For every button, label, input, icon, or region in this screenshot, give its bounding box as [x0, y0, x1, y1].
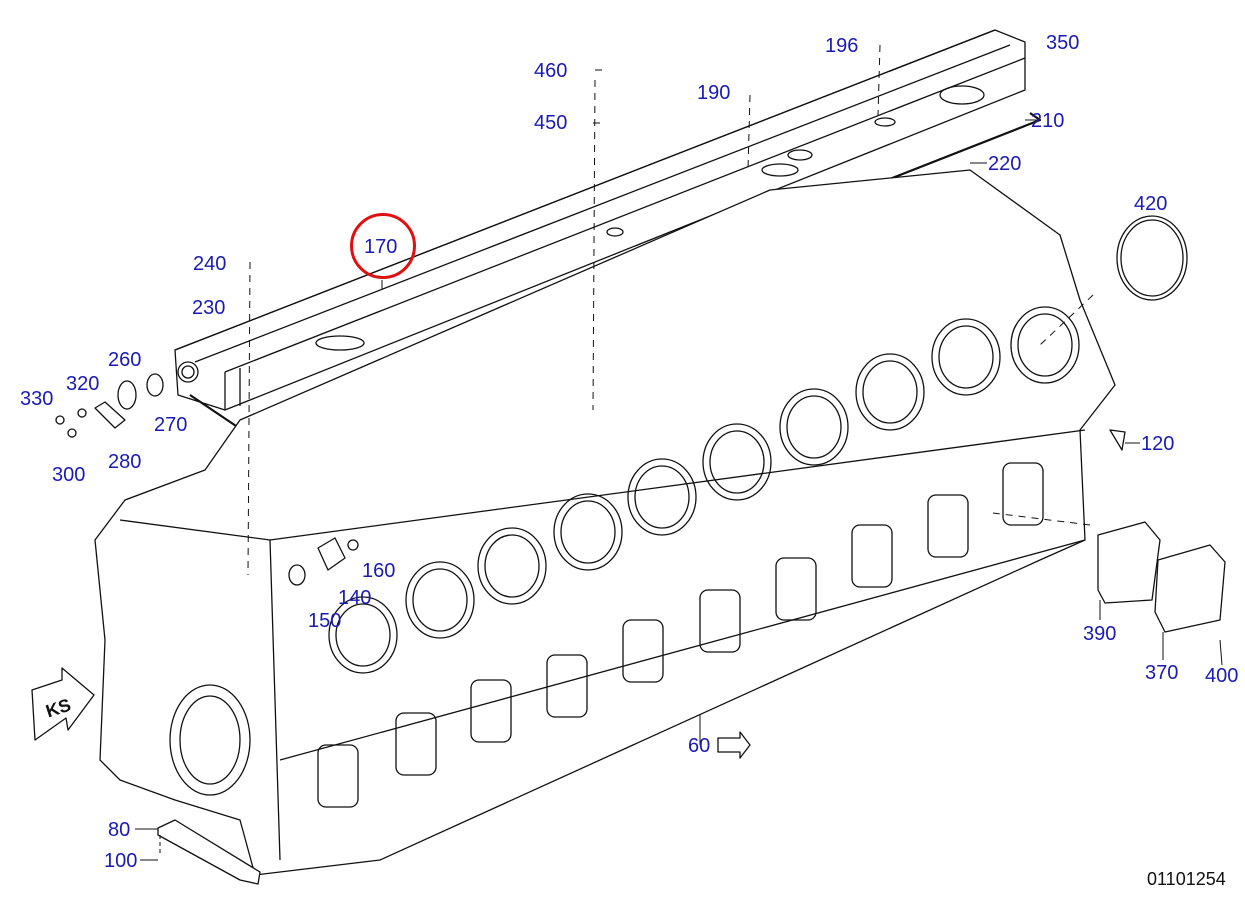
crankcase-60: [94, 169, 1116, 876]
callout-60[interactable]: 60: [688, 735, 711, 757]
callout-80[interactable]: 80: [108, 819, 131, 841]
flange-140: [317, 537, 346, 571]
callout-170[interactable]: 170: [364, 236, 398, 258]
callout-140[interactable]: 140: [338, 587, 372, 609]
callout-320[interactable]: 320: [66, 373, 100, 395]
callout-220[interactable]: 220: [988, 153, 1022, 175]
drawing-id: 01101254: [1147, 869, 1226, 889]
cylinder-bores: [328, 306, 1080, 674]
callout-350[interactable]: 350: [1046, 32, 1080, 54]
plug-260: [117, 380, 137, 410]
highlight-ring-170: [350, 213, 416, 279]
callout-280[interactable]: 280: [108, 451, 142, 473]
callout-400[interactable]: 400: [1205, 665, 1239, 687]
fitting-120: [1109, 429, 1126, 451]
callout-210[interactable]: 210: [1031, 110, 1065, 132]
callout-160[interactable]: 160: [362, 560, 396, 582]
screw-160: [347, 539, 359, 551]
callout-100[interactable]: 100: [104, 850, 138, 872]
callout-270[interactable]: 270: [154, 414, 188, 436]
bracket-80: [157, 819, 261, 885]
callout-196[interactable]: 196: [825, 35, 859, 57]
callout-190[interactable]: 190: [697, 82, 731, 104]
callout-120[interactable]: 120: [1141, 433, 1175, 455]
callout-450[interactable]: 450: [534, 112, 568, 134]
screw-330: [55, 415, 65, 425]
oring-270: [146, 373, 164, 397]
gasket-390: [1097, 521, 1161, 604]
callout-370[interactable]: 370: [1145, 662, 1179, 684]
callout-330[interactable]: 330: [20, 388, 54, 410]
cover-rail-170: [174, 29, 1026, 411]
seal-ring-420: [1116, 215, 1188, 301]
gasket-150: [288, 564, 306, 586]
callout-460[interactable]: 460: [534, 60, 568, 82]
ks-direction-arrow: [31, 667, 95, 741]
washer-320: [77, 408, 87, 418]
callout-300[interactable]: 300: [52, 464, 86, 486]
direction-arrow-60: [717, 731, 751, 759]
callout-390[interactable]: 390: [1083, 623, 1117, 645]
screw-300: [67, 428, 77, 438]
callout-230[interactable]: 230: [192, 297, 226, 319]
cover-370: [1154, 544, 1226, 633]
callout-150[interactable]: 150: [308, 610, 342, 632]
inspection-openings: [317, 462, 1044, 808]
plate-280: [94, 401, 126, 429]
callout-240[interactable]: 240: [193, 253, 227, 275]
callout-420[interactable]: 420: [1134, 193, 1168, 215]
callout-260[interactable]: 260: [108, 349, 142, 371]
